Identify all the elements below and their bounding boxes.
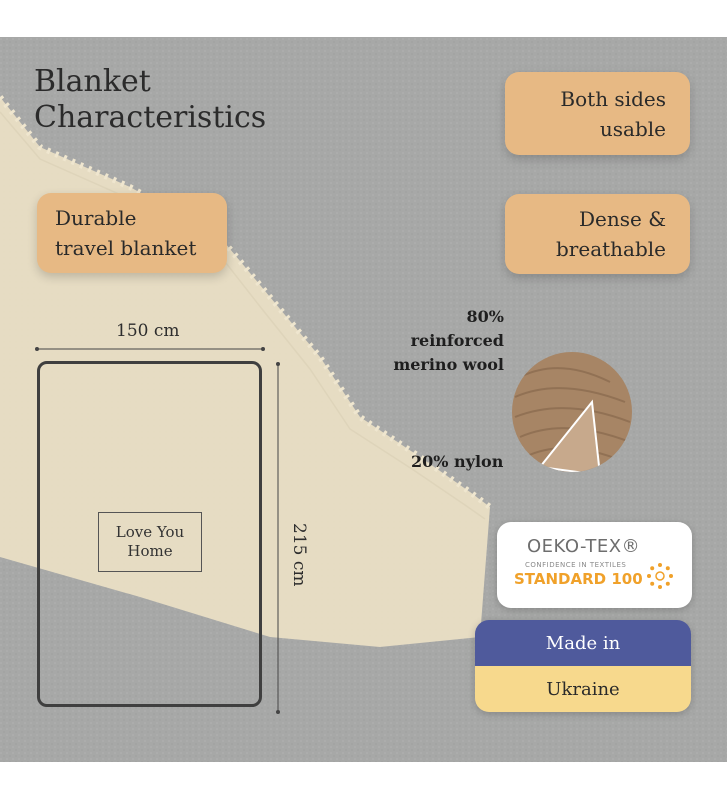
nylon-composition-label: 20% nylon bbox=[411, 452, 504, 471]
page-title: Blanket Characteristics bbox=[34, 64, 266, 136]
blanket-background bbox=[0, 37, 727, 762]
feature-durable-line-2: travel blanket bbox=[55, 236, 197, 260]
feature-dense-line-1: Dense & bbox=[578, 207, 666, 231]
height-dimension-line bbox=[276, 362, 280, 714]
ukraine-label: Ukraine bbox=[475, 666, 691, 712]
made-in-label: Made in bbox=[475, 620, 691, 666]
oeko-sun-icon bbox=[647, 563, 673, 589]
feature-both-sides-line-1: Both sides bbox=[560, 86, 666, 111]
wool-composition-label: 80% reinforced merino wool bbox=[368, 305, 504, 377]
wool-label-line-1: 80% reinforced bbox=[410, 307, 504, 350]
wool-yarn-circle bbox=[512, 352, 632, 472]
oeko-tex-standard: STANDARD 100 bbox=[514, 570, 643, 588]
title-line-2: Characteristics bbox=[34, 100, 267, 135]
feature-both-sides-line-2: usable bbox=[599, 116, 666, 141]
feature-dense-line-2: breathable bbox=[556, 237, 666, 261]
wool-label-line-2: merino wool bbox=[393, 355, 504, 374]
blanket-stitch-edge bbox=[0, 95, 492, 510]
feature-dense: Dense & breathable bbox=[505, 194, 690, 274]
feature-both-sides: Both sides usable bbox=[505, 72, 690, 155]
oeko-tex-logo: OEKO-TEX® CONFIDENCE IN TEXTILES STANDAR… bbox=[497, 522, 692, 608]
width-dimension-label: 150 cm bbox=[116, 321, 180, 341]
feature-durable-line-1: Durable bbox=[55, 206, 137, 230]
tag-line-2: Home bbox=[127, 542, 173, 560]
oeko-tex-brand: OEKO-TEX® bbox=[527, 536, 641, 557]
blanket-outline bbox=[37, 361, 262, 707]
height-dimension-label: 215 cm bbox=[289, 523, 309, 587]
tag-line-1: Love You bbox=[115, 523, 185, 541]
made-in-ukraine-badge: Made in Ukraine bbox=[475, 620, 691, 712]
feature-durable: Durable travel blanket bbox=[37, 193, 227, 273]
product-infographic: Blanket Characteristics Both sides usabl… bbox=[0, 37, 727, 762]
oeko-tex-subtitle: CONFIDENCE IN TEXTILES bbox=[525, 561, 627, 569]
love-you-home-tag: Love You Home bbox=[98, 512, 202, 572]
width-dimension-line bbox=[35, 347, 265, 351]
title-line-1: Blanket bbox=[34, 64, 151, 99]
